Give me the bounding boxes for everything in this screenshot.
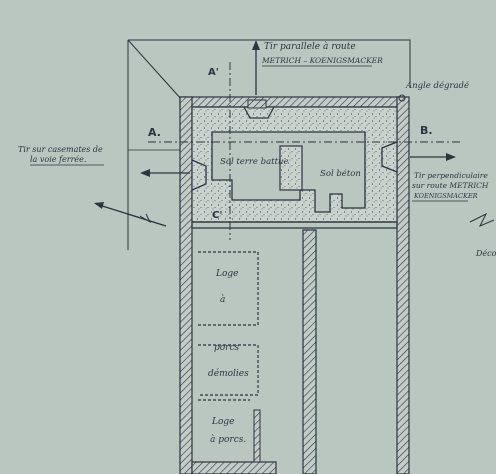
room-loge: Loge [215, 269, 238, 279]
pigsty-partitions [198, 251, 261, 463]
section-lines [94, 40, 460, 240]
room-a: à [220, 294, 225, 305]
casemate-block [191, 99, 398, 229]
room-porcs: porcs [214, 343, 240, 353]
annotations: Tir parallele à route METRICH – KOENIGSM… [18, 41, 496, 258]
room-sol-terre-battue: Sol terre battue [220, 157, 289, 167]
label-tir-perpendiculaire: Tir perpendiculaire [414, 171, 488, 180]
label-deco: Déco [475, 249, 496, 258]
room-labels: Sol terre battue Sol béton Loge à porcs … [208, 157, 361, 445]
room-demolies: démolies [208, 368, 249, 379]
section-a: A. [148, 126, 161, 139]
room-loge-2: Loge [211, 417, 234, 427]
label-tir-casemates-1: Tir sur casemates de [18, 145, 103, 154]
section-b: B. [420, 124, 433, 137]
label-koenigsmacker: KOENIGSMACKER [413, 192, 478, 200]
label-tir-parallele: Tir parallele à route [264, 41, 356, 52]
label-sur-route-metrich: sur route METRICH [412, 181, 489, 190]
section-c-prime: C' [212, 210, 222, 221]
label-angle-degrade: Angle dégradé [405, 80, 469, 91]
room-a-porcs: à porcs. [210, 434, 246, 445]
section-markers: A. B. A' C' [148, 67, 433, 221]
room-sol-beton: Sol béton [320, 168, 361, 179]
section-a-prime: A' [208, 67, 219, 78]
building-walls [179, 96, 410, 474]
label-metrich-koenigsmacker: METRICH – KOENIGSMACKER [261, 56, 383, 65]
guide-lines [127, 39, 411, 250]
label-tir-casemates-2: la voie ferrée. [30, 155, 86, 164]
